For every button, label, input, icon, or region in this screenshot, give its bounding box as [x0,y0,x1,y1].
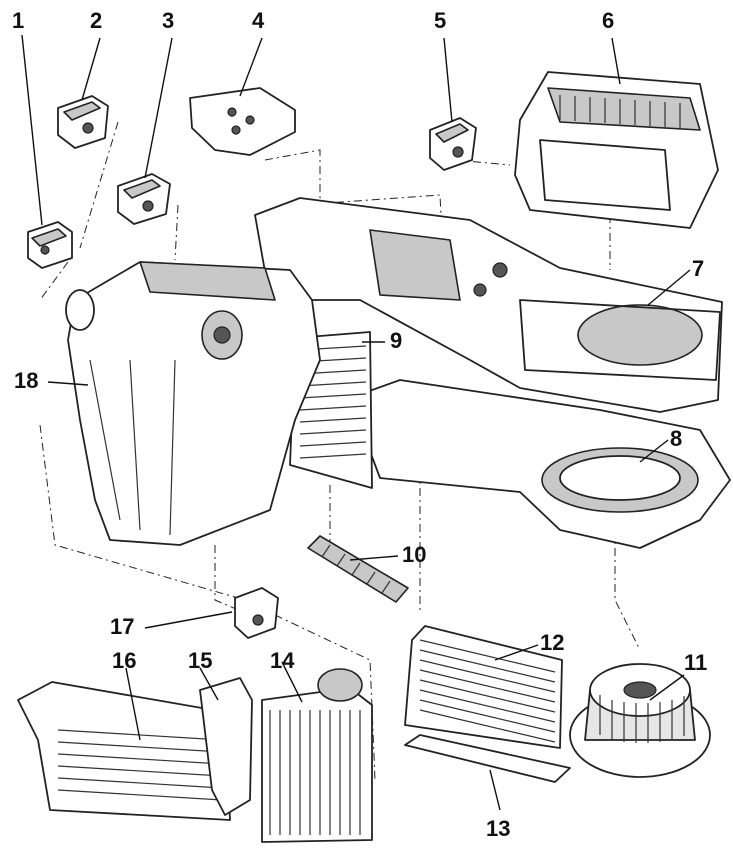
callout-1: 1 [12,8,25,33]
callout-17: 17 [110,614,135,639]
callout-5: 5 [434,8,447,33]
part-8-lower-housing [349,379,731,549]
callout-8: 8 [670,426,683,451]
leader-lines [21,34,691,811]
callout-15: 15 [188,648,213,673]
part-17-actuator [234,587,279,639]
part-18-heater-housing [65,261,321,546]
part-2-actuator [57,95,109,149]
callout-3: 3 [162,8,175,33]
callout-13: 13 [486,816,511,841]
part-11-blower-motor [569,663,711,778]
callout-11: 11 [684,650,708,675]
callout-7: 7 [692,256,705,281]
callout-2: 2 [90,8,103,33]
part-12-filter [404,625,563,749]
part-16-heater-core [17,681,231,821]
part-4-bracket [189,87,296,156]
part-7-upper-housing [254,197,723,413]
part-13-filter-cover [404,734,571,783]
part-1-actuator [27,221,73,269]
callout-16: 16 [112,648,137,673]
callout-6: 6 [602,8,615,33]
part-14-core [261,668,373,843]
callout-4: 4 [252,8,265,33]
part-6-intake-housing [514,71,719,229]
callout-14: 14 [270,648,295,673]
part-15-bracket [199,677,253,816]
callout-9: 9 [390,328,403,353]
part-3-actuator [117,173,171,225]
callout-10: 10 [402,542,427,567]
part-10-drain-hose [307,535,409,603]
callout-12: 12 [540,630,565,655]
callout-18: 18 [14,368,39,393]
part-5-actuator [429,117,477,171]
